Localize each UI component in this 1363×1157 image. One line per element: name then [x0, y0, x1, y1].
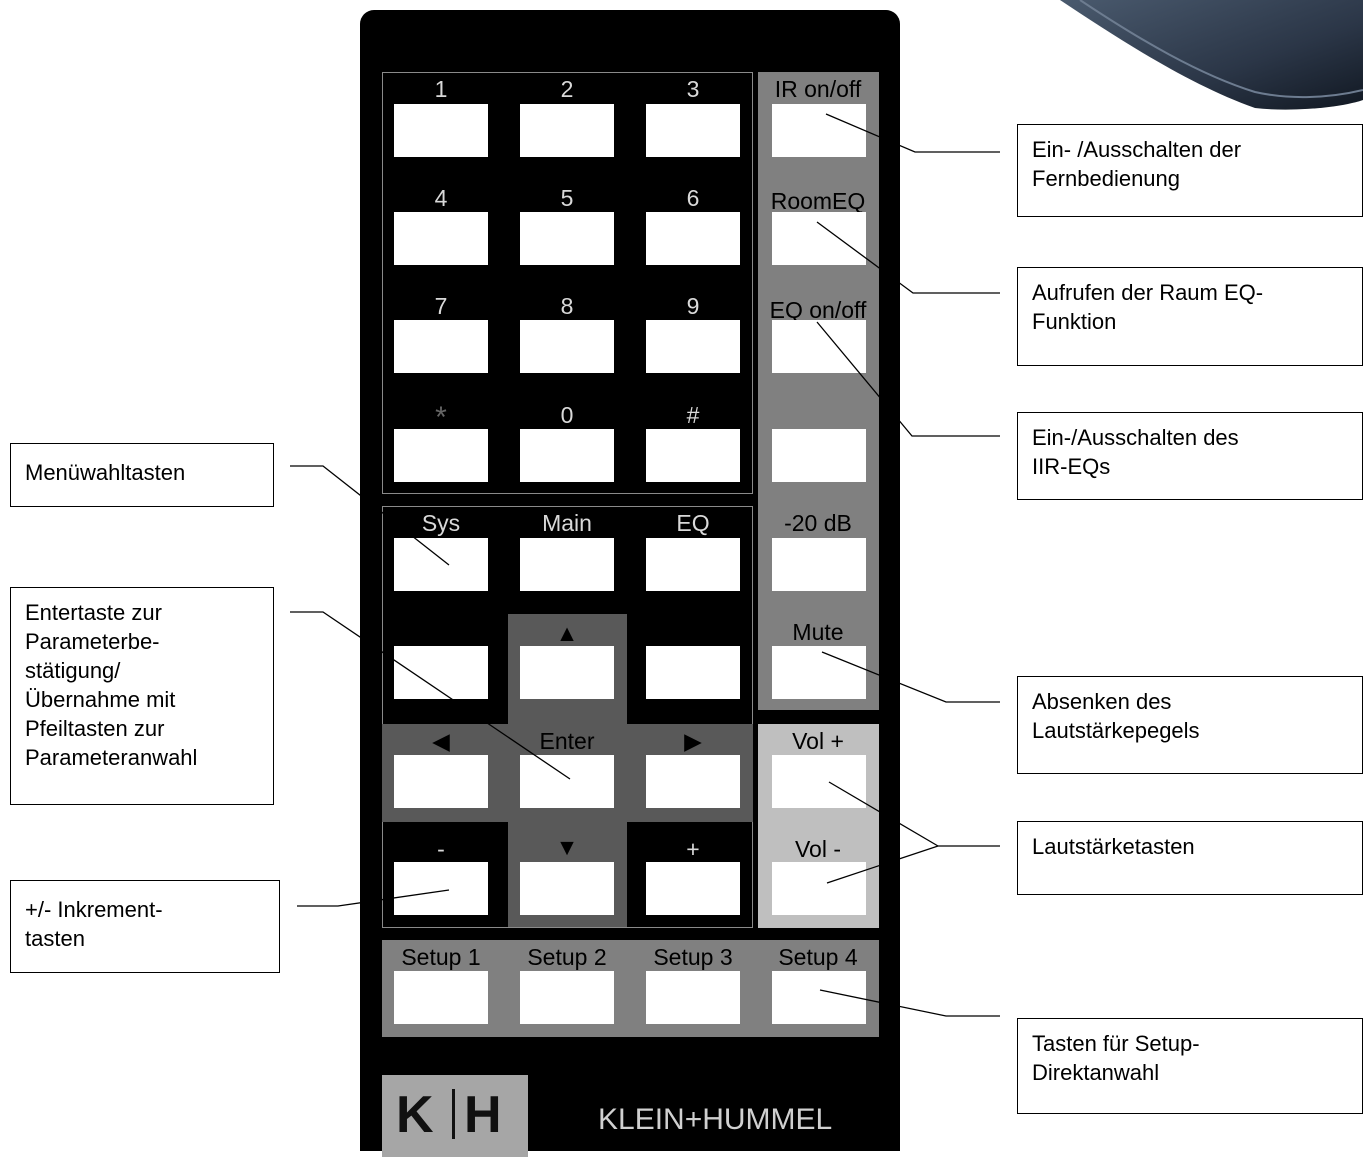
- minus-20db-label: -20 dB: [784, 510, 852, 536]
- blank-right-key[interactable]: [646, 646, 740, 699]
- vol-plus-key[interactable]: [772, 755, 866, 808]
- callout-mute: Absenken des Lautstärkepegels: [1017, 676, 1363, 774]
- key-label-1: 1: [434, 76, 448, 102]
- up-arrow-icon: ▲: [555, 620, 579, 646]
- key-label-7: 7: [434, 293, 448, 319]
- key-label-6: 6: [686, 185, 700, 211]
- blank-left-key[interactable]: [394, 646, 488, 699]
- key-label-0: 0: [560, 402, 574, 428]
- ir-on-off-key[interactable]: [772, 104, 866, 157]
- blank-side-key[interactable]: [772, 429, 866, 482]
- key-label-8: 8: [560, 293, 574, 319]
- setup-1-label: Setup 1: [401, 944, 481, 970]
- ir-on-off-label: IR on/off: [774, 76, 862, 102]
- sys-key[interactable]: [394, 538, 488, 591]
- up-key[interactable]: [520, 646, 614, 699]
- right-key[interactable]: [646, 755, 740, 808]
- key-star[interactable]: [394, 429, 488, 482]
- roomeq-label: RoomEQ: [770, 188, 866, 214]
- key-5[interactable]: [520, 212, 614, 265]
- key-label-star: *: [435, 401, 447, 434]
- logo-divider: [452, 1089, 455, 1139]
- left-arrow-icon: ◀: [432, 728, 450, 754]
- key-label-9: 9: [686, 293, 700, 319]
- eq-key[interactable]: [646, 538, 740, 591]
- setup-2-label: Setup 2: [527, 944, 607, 970]
- right-arrow-icon: ▶: [684, 728, 702, 754]
- key-1[interactable]: [394, 104, 488, 157]
- main-label: Main: [542, 510, 592, 536]
- minus-label: -: [437, 836, 445, 862]
- number-keypad-frame: [382, 72, 753, 494]
- key-label-3: 3: [686, 76, 700, 102]
- key-6[interactable]: [646, 212, 740, 265]
- callout-menu: Menüwahltasten: [10, 443, 274, 507]
- setup-4-label: Setup 4: [778, 944, 858, 970]
- mute-key[interactable]: [772, 646, 866, 699]
- enter-key[interactable]: [520, 755, 614, 808]
- kh-logo: K H: [382, 1075, 528, 1157]
- plus-label: +: [686, 836, 700, 862]
- down-arrow-icon: ▼: [555, 834, 579, 860]
- left-key[interactable]: [394, 755, 488, 808]
- key-3[interactable]: [646, 104, 740, 157]
- minus-key[interactable]: [394, 862, 488, 915]
- brand-name: KLEIN+HUMMEL: [598, 1103, 833, 1136]
- callout-incr: +/- Inkrement- tasten: [10, 880, 280, 973]
- eq-label: EQ: [676, 510, 710, 536]
- vol-minus-key[interactable]: [772, 862, 866, 915]
- key-hash[interactable]: [646, 429, 740, 482]
- setup-3-key[interactable]: [646, 971, 740, 1024]
- setup-4-key[interactable]: [772, 971, 866, 1024]
- key-0[interactable]: [520, 429, 614, 482]
- plus-key[interactable]: [646, 862, 740, 915]
- key-label-4: 4: [434, 185, 448, 211]
- vol-minus-label: Vol -: [794, 836, 842, 862]
- down-key[interactable]: [520, 862, 614, 915]
- eq-on-off-label: EQ on/off: [769, 297, 867, 323]
- callout-ir: Ein- /Ausschalten der Fernbedienung: [1017, 124, 1363, 217]
- side-function-panel: [758, 72, 879, 710]
- key-8[interactable]: [520, 320, 614, 373]
- key-7[interactable]: [394, 320, 488, 373]
- logo-letter-h: H: [464, 1086, 502, 1144]
- key-4[interactable]: [394, 212, 488, 265]
- key-label-5: 5: [560, 185, 574, 211]
- key-label-hash: #: [686, 402, 700, 428]
- logo-letter-k: K: [396, 1086, 434, 1144]
- roomeq-key[interactable]: [772, 212, 866, 265]
- callout-setup: Tasten für Setup- Direktanwahl: [1017, 1018, 1363, 1114]
- key-label-2: 2: [560, 76, 574, 102]
- callout-volume: Lautstärketasten: [1017, 821, 1363, 895]
- key-9[interactable]: [646, 320, 740, 373]
- setup-3-label: Setup 3: [653, 944, 733, 970]
- eq-on-off-key[interactable]: [772, 320, 866, 373]
- enter-label: Enter: [539, 728, 595, 754]
- mute-label: Mute: [792, 619, 844, 645]
- callout-iir: Ein-/Ausschalten des IIR-EQs: [1017, 412, 1363, 500]
- vol-plus-label: Vol +: [792, 728, 844, 754]
- minus-20db-key[interactable]: [772, 538, 866, 591]
- setup-2-key[interactable]: [520, 971, 614, 1024]
- device-photo: [1060, 0, 1363, 110]
- callout-enter: Entertaste zur Parameterbe- stätigung/ Ü…: [10, 587, 274, 805]
- setup-1-key[interactable]: [394, 971, 488, 1024]
- callout-roomeq: Aufrufen der Raum EQ- Funktion: [1017, 267, 1363, 366]
- sys-label: Sys: [421, 510, 461, 536]
- key-2[interactable]: [520, 104, 614, 157]
- main-key[interactable]: [520, 538, 614, 591]
